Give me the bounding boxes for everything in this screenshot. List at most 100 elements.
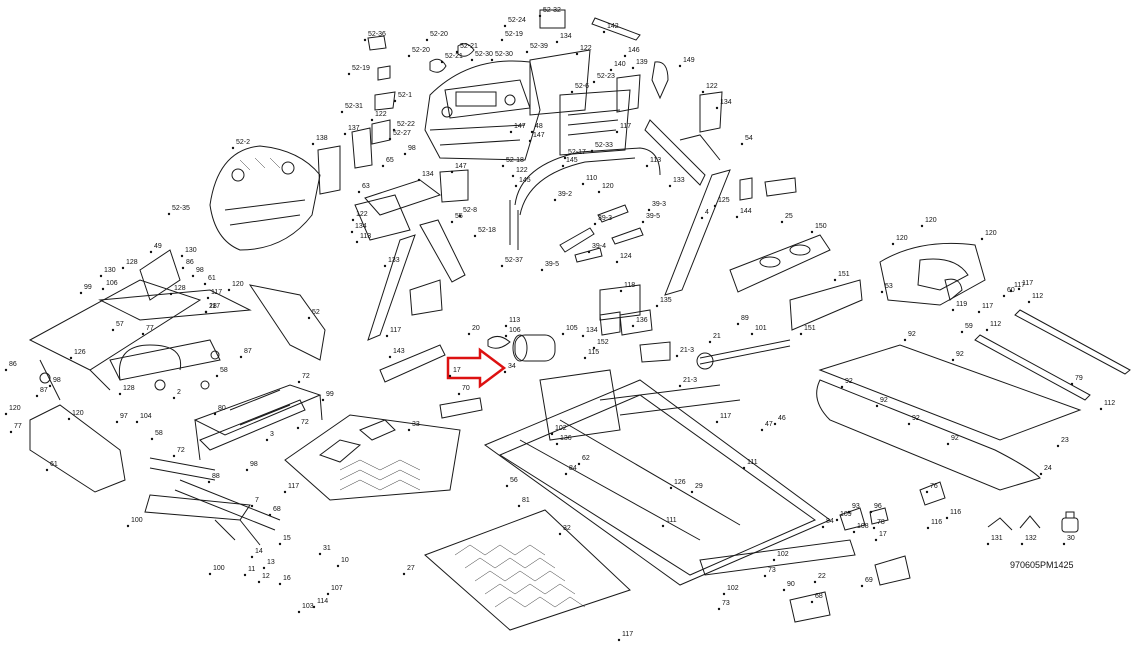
part-callout-c15: 122 — [580, 45, 592, 52]
callout-leader-dot — [503, 370, 507, 374]
callout-leader-dot — [149, 250, 153, 254]
callout-leader-dot — [715, 420, 719, 424]
callout-leader-dot — [592, 346, 596, 350]
part-callout-c54: 122 — [356, 211, 368, 218]
callout-leader-dot — [668, 184, 672, 188]
part-callout-c57: 52-8 — [463, 207, 477, 214]
part-callout-c128: 89 — [741, 315, 749, 322]
part-callout-c182: 62 — [582, 455, 590, 462]
callout-leader-dot — [773, 422, 777, 426]
part-callout-c28: 48 — [535, 123, 543, 130]
part-callout-c41: 65 — [386, 157, 394, 164]
callout-leader-dot — [208, 572, 212, 576]
part-callout-c187: 78 — [877, 519, 885, 526]
part-callout-c83: 120 — [232, 281, 244, 288]
motor-hood-left — [209, 145, 321, 251]
part-callout-c188: 17 — [879, 531, 887, 538]
callout-leader-dot — [980, 237, 984, 241]
callout-leader-dot — [135, 420, 139, 424]
callout-leader-dot — [558, 532, 562, 536]
callout-leader-dot — [500, 264, 504, 268]
part-callout-c158: 7 — [255, 497, 259, 504]
part-callout-c125: 118 — [624, 282, 635, 289]
part-callout-c19: 52-1 — [398, 92, 412, 99]
callout-leader-dot — [370, 118, 374, 122]
part-callout-c39: 138 — [316, 135, 328, 142]
callout-leader-dot — [570, 90, 574, 94]
rear-feet — [789, 555, 911, 623]
callout-leader-dot — [326, 592, 330, 596]
callout-leader-dot — [35, 394, 39, 398]
callout-leader-dot — [1099, 407, 1103, 411]
callout-leader-dot — [1056, 444, 1060, 448]
part-callout-c86: 106 — [106, 280, 118, 287]
part-callout-c199: 132 — [1025, 535, 1037, 542]
callout-leader-dot — [903, 338, 907, 342]
base-plate — [284, 414, 461, 501]
part-callout-c134: 21-3 — [683, 377, 697, 384]
part-callout-c200: 30 — [1067, 535, 1075, 542]
callout-leader-dot — [403, 152, 407, 156]
lift-frame — [193, 384, 323, 461]
part-callout-c209: 60 — [1007, 287, 1015, 294]
part-callout-c13: 52-39 — [530, 43, 548, 50]
callout-leader-dot — [69, 356, 73, 360]
part-callout-c110: 117 — [982, 303, 993, 310]
callout-leader-dot — [619, 289, 623, 293]
part-callout-c95: 58 — [220, 367, 228, 374]
part-callout-c84: 52 — [312, 309, 320, 316]
callout-leader-dot — [9, 430, 13, 434]
part-callout-c40: 52-2 — [236, 139, 250, 146]
part-callout-c166: 16 — [283, 575, 291, 582]
callout-leader-dot — [874, 538, 878, 542]
part-callout-c37: 137 — [348, 125, 360, 132]
callout-leader-dot — [615, 260, 619, 264]
callout-leader-dot — [528, 139, 532, 143]
callout-leader-dot — [4, 412, 8, 416]
part-callout-c190: 102 — [777, 551, 789, 558]
callout-leader-dot — [79, 291, 83, 295]
part-callout-c191: 73 — [768, 567, 776, 574]
callout-leader-dot — [641, 220, 645, 224]
part-callout-c14: 134 — [560, 33, 572, 40]
part-callout-c101: 104 — [140, 413, 152, 420]
callout-leader-dot — [1039, 472, 1043, 476]
part-callout-c93: 126 — [74, 349, 86, 356]
callout-leader-dot — [509, 130, 513, 134]
part-callout-c136: 92 — [956, 351, 964, 358]
part-callout-c108: 53 — [885, 283, 893, 290]
part-callout-c176: 56 — [510, 477, 518, 484]
callout-leader-dot — [860, 584, 864, 588]
callout-leader-dot — [920, 224, 924, 228]
part-callout-c178: 29 — [695, 483, 703, 490]
part-callout-c1: 52-36 — [368, 31, 386, 38]
callout-leader-dot — [503, 24, 507, 28]
callout-leader-dot — [268, 513, 272, 517]
callout-leader-dot — [357, 190, 361, 194]
part-callout-c33: 117 — [620, 123, 631, 130]
part-callout-c106: 120 — [72, 410, 84, 417]
part-callout-c30: 52-17 — [568, 149, 586, 156]
part-callout-c150: 3 — [270, 431, 274, 438]
callout-leader-dot — [669, 486, 673, 490]
callout-leader-dot — [645, 164, 649, 168]
part-callout-c26: 52-27 — [393, 130, 411, 137]
part-callout-c12: 52-30 — [495, 51, 513, 58]
part-callout-c203: 116 — [950, 509, 961, 516]
callout-leader-dot — [45, 468, 49, 472]
part-callout-c120: 143 — [393, 348, 405, 355]
callout-leader-dot — [986, 542, 990, 546]
slide-rail — [144, 479, 281, 546]
part-callout-c148: 72 — [302, 373, 310, 380]
callout-leader-dot — [742, 466, 746, 470]
part-callout-c207: 111 — [666, 517, 677, 524]
callout-leader-dot — [181, 266, 185, 270]
part-callout-c138: 92 — [880, 397, 888, 404]
part-callout-c198: 131 — [991, 535, 1003, 542]
callout-leader-dot — [351, 218, 355, 222]
callout-leader-dot — [340, 110, 344, 114]
part-callout-c11: 52-19 — [505, 31, 523, 38]
part-callout-c43: 147 — [455, 163, 467, 170]
part-callout-c77: 130 — [185, 247, 197, 254]
